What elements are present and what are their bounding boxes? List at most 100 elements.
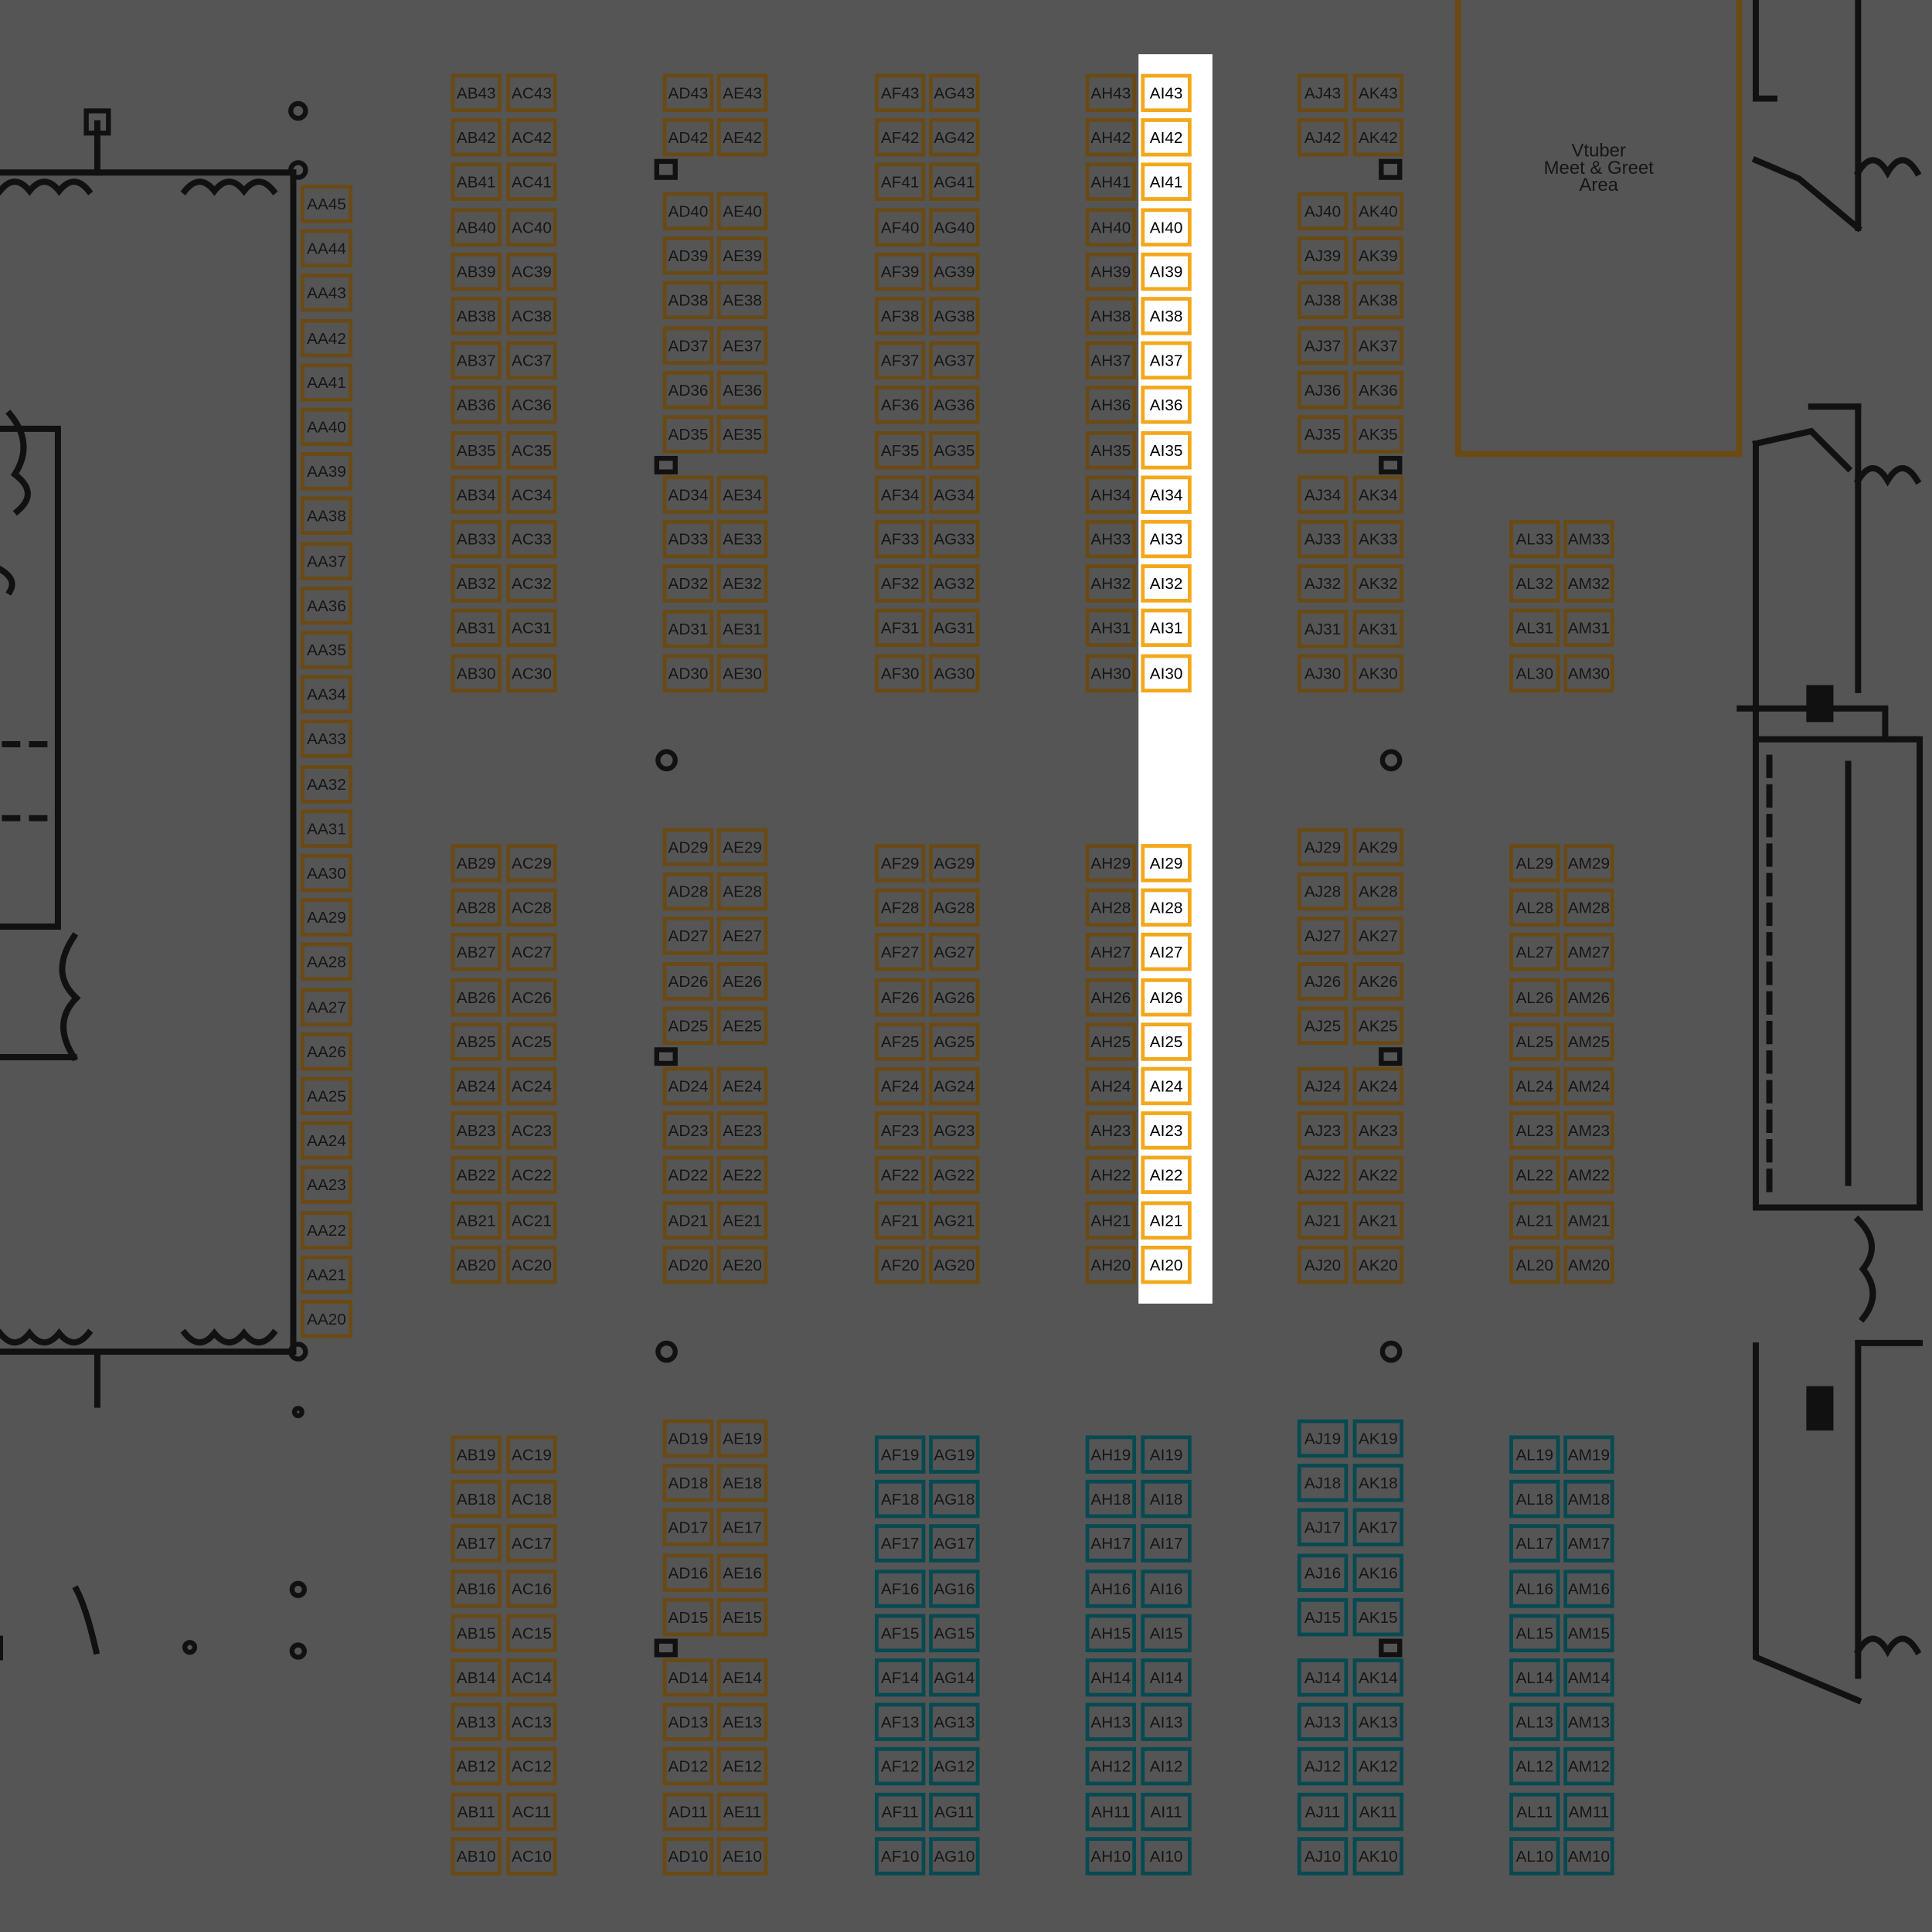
booth-ad37[interactable]: AD37 xyxy=(662,325,714,365)
booth-ai43[interactable]: AI43 xyxy=(1141,73,1192,113)
booth-ab32[interactable]: AB32 xyxy=(451,564,502,603)
booth-aa34[interactable]: AA34 xyxy=(301,675,352,714)
booth-af13[interactable]: AF13 xyxy=(875,1702,926,1742)
booth-aj24[interactable]: AJ24 xyxy=(1297,1066,1349,1106)
booth-ak34[interactable]: AK34 xyxy=(1352,475,1404,514)
booth-al31[interactable]: AL31 xyxy=(1509,609,1560,648)
booth-aj25[interactable]: AJ25 xyxy=(1297,1006,1349,1045)
booth-af25[interactable]: AF25 xyxy=(875,1022,926,1061)
booth-ah32[interactable]: AH32 xyxy=(1085,564,1137,603)
booth-ah13[interactable]: AH13 xyxy=(1085,1702,1137,1742)
booth-am28[interactable]: AM28 xyxy=(1563,888,1614,927)
booth-al22[interactable]: AL22 xyxy=(1509,1156,1560,1195)
booth-ae16[interactable]: AE16 xyxy=(716,1553,768,1592)
booth-am20[interactable]: AM20 xyxy=(1563,1245,1614,1284)
booth-ae40[interactable]: AE40 xyxy=(716,192,768,231)
booth-af11[interactable]: AF11 xyxy=(875,1792,926,1831)
booth-ak38[interactable]: AK38 xyxy=(1352,281,1404,320)
booth-aj42[interactable]: AJ42 xyxy=(1297,118,1349,157)
booth-ac17[interactable]: AC17 xyxy=(506,1524,557,1563)
booth-ad15[interactable]: AD15 xyxy=(662,1597,714,1637)
booth-ae28[interactable]: AE28 xyxy=(716,872,768,911)
booth-ag37[interactable]: AG37 xyxy=(929,341,980,380)
booth-ag18[interactable]: AG18 xyxy=(929,1480,980,1519)
booth-al11[interactable]: AL11 xyxy=(1509,1792,1560,1831)
booth-ak31[interactable]: AK31 xyxy=(1352,609,1404,648)
booth-aa25[interactable]: AA25 xyxy=(301,1077,352,1115)
booth-aj39[interactable]: AJ39 xyxy=(1297,236,1349,275)
booth-aa43[interactable]: AA43 xyxy=(301,274,352,313)
booth-ac43[interactable]: AC43 xyxy=(506,73,557,113)
booth-ai27[interactable]: AI27 xyxy=(1141,933,1192,972)
booth-aa38[interactable]: AA38 xyxy=(301,497,352,536)
booth-af27[interactable]: AF27 xyxy=(875,933,926,972)
booth-ak10[interactable]: AK10 xyxy=(1352,1836,1404,1876)
booth-af26[interactable]: AF26 xyxy=(875,978,926,1016)
booth-aj28[interactable]: AJ28 xyxy=(1297,872,1349,911)
booth-ah24[interactable]: AH24 xyxy=(1085,1066,1137,1106)
booth-aj22[interactable]: AJ22 xyxy=(1297,1156,1349,1195)
booth-ac11[interactable]: AC11 xyxy=(506,1792,557,1831)
booth-am24[interactable]: AM24 xyxy=(1563,1066,1614,1106)
booth-ab42[interactable]: AB42 xyxy=(451,118,502,157)
booth-ag26[interactable]: AG26 xyxy=(929,978,980,1016)
booth-aj11[interactable]: AJ11 xyxy=(1297,1792,1349,1831)
booth-ab26[interactable]: AB26 xyxy=(451,978,502,1016)
booth-ag41[interactable]: AG41 xyxy=(929,163,980,202)
booth-af33[interactable]: AF33 xyxy=(875,519,926,559)
booth-ae33[interactable]: AE33 xyxy=(716,520,768,559)
booth-ad25[interactable]: AD25 xyxy=(662,1006,714,1045)
booth-ak12[interactable]: AK12 xyxy=(1352,1747,1404,1786)
booth-ae11[interactable]: AE11 xyxy=(716,1792,768,1831)
booth-ah14[interactable]: AH14 xyxy=(1085,1658,1137,1697)
booth-ah19[interactable]: AH19 xyxy=(1085,1435,1137,1474)
booth-ab23[interactable]: AB23 xyxy=(451,1111,502,1150)
booth-am29[interactable]: AM29 xyxy=(1563,844,1614,883)
booth-am22[interactable]: AM22 xyxy=(1563,1156,1614,1195)
booth-ai42[interactable]: AI42 xyxy=(1141,118,1192,157)
booth-ai14[interactable]: AI14 xyxy=(1141,1658,1192,1697)
booth-ac40[interactable]: AC40 xyxy=(506,207,557,247)
booth-al25[interactable]: AL25 xyxy=(1509,1022,1560,1061)
booth-aa24[interactable]: AA24 xyxy=(301,1121,352,1160)
booth-ae21[interactable]: AE21 xyxy=(716,1200,768,1240)
booth-aa31[interactable]: AA31 xyxy=(301,809,352,848)
booth-ah18[interactable]: AH18 xyxy=(1085,1480,1137,1519)
booth-ab36[interactable]: AB36 xyxy=(451,386,502,425)
booth-ad42[interactable]: AD42 xyxy=(662,118,714,157)
booth-ai33[interactable]: AI33 xyxy=(1141,519,1192,559)
booth-ad26[interactable]: AD26 xyxy=(662,961,714,1000)
booth-ad33[interactable]: AD33 xyxy=(662,520,714,559)
booth-ab15[interactable]: AB15 xyxy=(451,1614,502,1652)
booth-ae30[interactable]: AE30 xyxy=(716,654,768,692)
booth-ak37[interactable]: AK37 xyxy=(1352,325,1404,365)
booth-al26[interactable]: AL26 xyxy=(1509,978,1560,1016)
booth-ah33[interactable]: AH33 xyxy=(1085,519,1137,559)
booth-ab28[interactable]: AB28 xyxy=(451,888,502,927)
booth-aa28[interactable]: AA28 xyxy=(301,943,352,981)
booth-ah22[interactable]: AH22 xyxy=(1085,1156,1137,1195)
booth-ad32[interactable]: AD32 xyxy=(662,564,714,604)
booth-ah20[interactable]: AH20 xyxy=(1085,1245,1137,1284)
booth-ae19[interactable]: AE19 xyxy=(716,1419,768,1458)
booth-am11[interactable]: AM11 xyxy=(1563,1792,1614,1831)
booth-aj20[interactable]: AJ20 xyxy=(1297,1245,1349,1284)
booth-aj26[interactable]: AJ26 xyxy=(1297,961,1349,1000)
booth-ab29[interactable]: AB29 xyxy=(451,844,502,883)
booth-al28[interactable]: AL28 xyxy=(1509,888,1560,927)
booth-ad23[interactable]: AD23 xyxy=(662,1111,714,1150)
booth-ad22[interactable]: AD22 xyxy=(662,1156,714,1195)
booth-ag32[interactable]: AG32 xyxy=(929,564,980,603)
booth-ab25[interactable]: AB25 xyxy=(451,1022,502,1061)
booth-ac14[interactable]: AC14 xyxy=(506,1658,557,1697)
booth-am18[interactable]: AM18 xyxy=(1563,1480,1614,1519)
booth-ai28[interactable]: AI28 xyxy=(1141,888,1192,927)
booth-ad24[interactable]: AD24 xyxy=(662,1066,714,1106)
booth-ac12[interactable]: AC12 xyxy=(506,1747,557,1786)
booth-ag43[interactable]: AG43 xyxy=(929,73,980,113)
booth-aj30[interactable]: AJ30 xyxy=(1297,654,1349,692)
booth-ag31[interactable]: AG31 xyxy=(929,609,980,648)
booth-ab11[interactable]: AB11 xyxy=(451,1792,502,1831)
booth-aj31[interactable]: AJ31 xyxy=(1297,609,1349,648)
booth-af10[interactable]: AF10 xyxy=(875,1836,926,1876)
